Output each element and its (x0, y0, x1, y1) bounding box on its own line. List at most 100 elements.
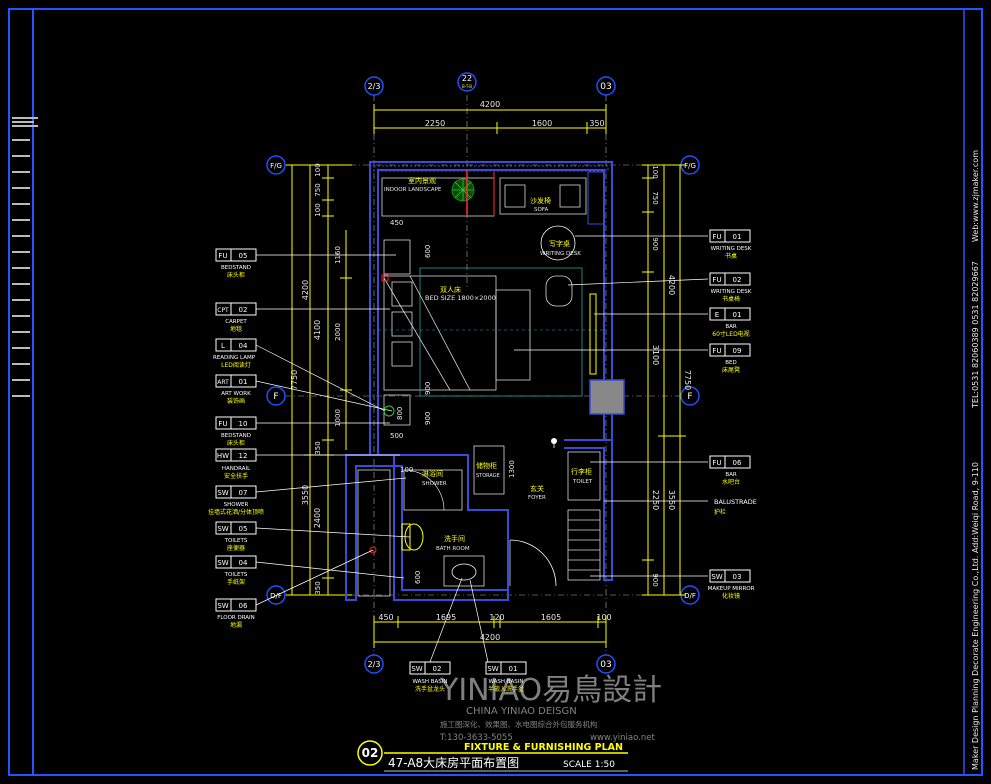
dim-inner-3: 900 (424, 382, 432, 395)
tag-num: 01 (509, 665, 518, 673)
tag-code: FU (218, 252, 227, 260)
tag-cn: LED阅读灯 (221, 361, 251, 369)
tag-en: BAR (725, 324, 737, 330)
tag-art-01: ART 01 ART WORK 装饰画 (215, 374, 257, 405)
sidebar-address: Maker Design Planning Decorate Engineeri… (971, 462, 980, 770)
tag-fu-06: FU 06 BAR 水吧台 (709, 455, 751, 486)
grid-bubble-right-mid: F (687, 392, 692, 402)
tag-fu-01: FU 01 WRITING DESK 书桌 (709, 229, 752, 260)
tag-fu-02: FU 02 WRITING DESK 书桌椅 (709, 272, 752, 303)
tag-en: MAKEUP MIRROR (708, 586, 755, 592)
tag-num: 01 (733, 311, 742, 319)
room-storage-en: STORAGE (476, 473, 500, 479)
dim-right-total: 7750 (683, 370, 692, 390)
dim-inner-1: 450 (390, 219, 403, 227)
tag-code: FU (712, 276, 721, 284)
leader-lines (255, 235, 709, 663)
dim-right-upper: 4200 (667, 275, 676, 295)
dim-top-seg-1: 2250 (425, 119, 445, 128)
tag-fu-09: FU 09 BED 床尾凳 (709, 343, 751, 374)
tag-en: BALUSTRADE (714, 498, 757, 506)
room-luggage-en: TOILET (572, 479, 593, 485)
room-desk-cn: 写字桌 (549, 239, 570, 248)
left-tags: FU 05 BEDSTAND 床头柜 CPT 02 CARPET 地毯 L 04… (208, 248, 264, 629)
tag-sw-06: SW 06 FLOOR DRAIN 地漏 (215, 598, 257, 629)
tag-code: L (221, 342, 225, 350)
tag-cn: 安全扶手 (224, 472, 248, 480)
tag-sw-07: SW 07 SHOWER 挂墙式花洒/分体顶喷 (208, 485, 264, 516)
dim-right-lower-part-1: 2250 (651, 490, 660, 510)
dim-right-upper-part-1: 100 (651, 165, 659, 178)
tag-num: 05 (239, 525, 248, 533)
tag-code: SW (711, 573, 722, 581)
dim-inner-7: 100 (400, 466, 413, 474)
tag-en: SHOWER (224, 502, 249, 508)
tag-cn: 书桌椅 (722, 295, 740, 303)
dim-left-upper-part-5: 350 (314, 441, 322, 454)
tag-code: HW (217, 452, 229, 460)
tag-cn: 地漏 (230, 621, 242, 629)
tag-code: SW (411, 665, 422, 673)
drawing-title-en: FIXTURE & FURNISHING PLAN (464, 742, 623, 753)
dim-top-seg-3: 350 (589, 119, 604, 128)
tag-cn: 60寸LED电视 (712, 330, 749, 338)
tag-en: FLOOR DRAIN (217, 615, 255, 621)
tag-cn: 半嵌入洗手盆 (488, 685, 524, 693)
dim-left-lower-part-2: 350 (314, 581, 322, 594)
tag-cn: 水吧台 (722, 478, 740, 486)
bottom-tags: SW 02 WASH BASIN 洗手盆龙头 SW 01 WASH BASIN … (409, 661, 527, 693)
dim-inner-6: 500 (390, 432, 403, 440)
tag-en: ART WORK (221, 391, 251, 397)
tag-en: TOILETS (224, 538, 248, 544)
grid-bubble-circles (266, 72, 700, 674)
left-ruler (12, 117, 38, 397)
tag-cn: 洗手盆龙头 (415, 685, 445, 693)
tag-cn: 床头柜 (227, 439, 245, 447)
grid-bubble-top-mid: 22 (462, 74, 472, 83)
tag-code: SW (217, 602, 228, 610)
room-bed-en: BED SIZE 1800×2000 (425, 294, 496, 302)
grid-bubble-left-top: F/G (270, 162, 282, 170)
tag-cn: 床尾凳 (722, 366, 740, 374)
dim-left-upper-part-2: 750 (314, 183, 322, 196)
room-sofa-en: SOFA (534, 207, 548, 213)
dim-bottom-seg-1: 450 (378, 613, 393, 622)
tag-num: 02 (433, 665, 442, 673)
tag-num: 02 (733, 276, 742, 284)
watermark-cn: 施工图深化、效果图、水电图综合外包服务机构 (440, 719, 598, 729)
room-shower-en: SHOWER (422, 481, 447, 487)
drawing-frame (8, 8, 983, 776)
room-foyer-cn: 玄关 (530, 484, 544, 493)
tag-code: FU (218, 420, 227, 428)
tag-cn: 座便器 (227, 544, 245, 552)
tag-code: SW (487, 665, 498, 673)
tag-en: BED (725, 360, 736, 366)
right-title-strip (963, 8, 983, 776)
watermark-brand: YINIAO易鳥設計 (439, 673, 662, 708)
tag-code: FU (712, 459, 721, 467)
tag-en: WRITING DESK (711, 246, 752, 252)
grid-bubble-left-bottom: D/F (270, 592, 282, 600)
tag-num: 04 (239, 342, 248, 350)
tag-en: BEDSTAND (221, 433, 251, 439)
tag-en: HANDRAIL (222, 466, 251, 472)
room-bathroom-cn: 洗手间 (444, 534, 465, 543)
dim-right-upper-part-3: 900 (651, 237, 659, 250)
room-indoor-landscape-cn: 室内景观 (408, 176, 436, 185)
tag-hw-12: HW 12 HANDRAIL 安全扶手 (215, 448, 257, 480)
room-bathroom-en: BATH ROOM (436, 546, 470, 552)
tag-en: WRITING DESK (711, 289, 752, 295)
grid-bubble-bottom-left: 2/3 (368, 660, 381, 669)
tag-fu-10: FU 10 BEDSTAND 床头柜 (215, 416, 257, 447)
grid-bubble-right-bottom: D/F (684, 592, 696, 600)
tag-num: 12 (239, 452, 248, 460)
tag-num: 01 (239, 378, 248, 386)
grid-bubble-bottom-right: 03 (600, 660, 611, 670)
tag-num: 02 (239, 306, 248, 314)
dim-left-total: 7750 (290, 370, 299, 390)
tag-en: READING LAMP (213, 355, 256, 361)
dim-left-mid-2: 2000 (334, 323, 342, 341)
tag-e-01: E 01 BAR 60寸LED电视 (709, 307, 751, 338)
room-shower-cn: 淋浴间 (422, 469, 443, 478)
tag-num: 09 (733, 347, 742, 355)
